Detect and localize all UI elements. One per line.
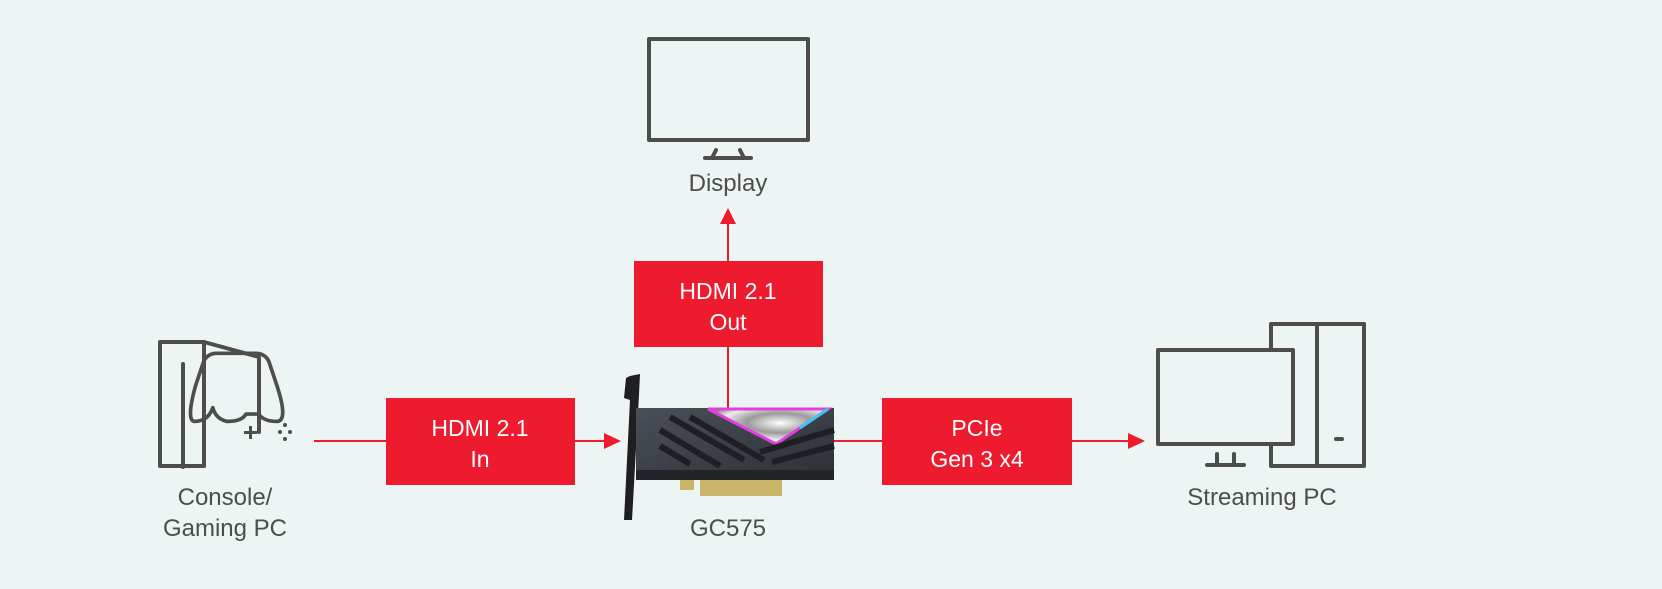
controller-buttons <box>244 423 292 441</box>
hdmi-in-line1: HDMI 2.1 <box>431 415 528 441</box>
hdmi-out-arrow <box>720 208 736 410</box>
capture-card-image <box>624 374 835 520</box>
hdmi-out-box: HDMI 2.1 Out <box>634 261 823 347</box>
hdmi-out-line1: HDMI 2.1 <box>679 278 776 304</box>
pcie-box: PCIe Gen 3 x4 <box>882 398 1072 485</box>
pcie-line1: PCIe <box>951 415 1002 441</box>
card-label: GC575 <box>690 515 766 542</box>
display-label: Display <box>689 170 768 197</box>
hdmi-in-arrow <box>314 433 621 449</box>
console-controller-icon <box>158 340 285 469</box>
pcie-arrow <box>834 433 1145 449</box>
desktop-pc-icon <box>1156 322 1366 468</box>
hdmi-out-line2: Out <box>709 309 747 335</box>
console-label-line2: Gaming PC <box>163 515 287 542</box>
console-label-line1: Console/ <box>178 484 273 511</box>
hdmi-in-line2: In <box>470 446 489 472</box>
streaming-pc-label: Streaming PC <box>1187 484 1336 511</box>
hdmi-in-box: HDMI 2.1 In <box>386 398 575 485</box>
pcie-line2: Gen 3 x4 <box>930 446 1024 472</box>
monitor-icon <box>647 37 810 160</box>
